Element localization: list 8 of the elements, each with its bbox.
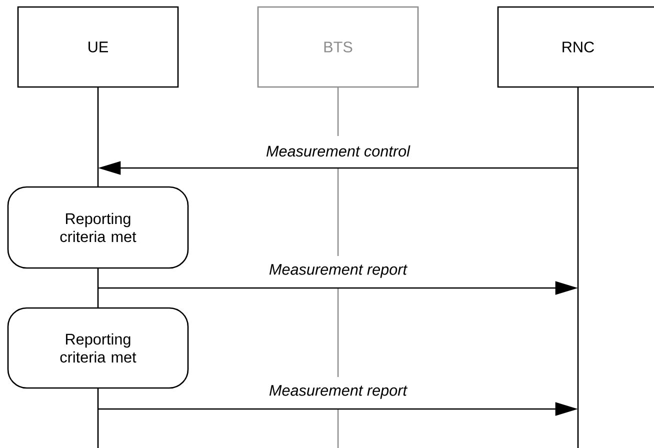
edge-label: Measurement control — [264, 143, 412, 159]
participant-box: RNC — [497, 6, 654, 88]
edge-label: Measurement report — [266, 383, 410, 401]
edge-label: Measurement report — [266, 262, 410, 280]
process-box: Reporting criteria met — [7, 186, 189, 269]
participant-box: UE — [17, 6, 179, 88]
participant-box: BTS — [257, 6, 419, 88]
process-box: Reporting criteria met — [7, 307, 189, 389]
